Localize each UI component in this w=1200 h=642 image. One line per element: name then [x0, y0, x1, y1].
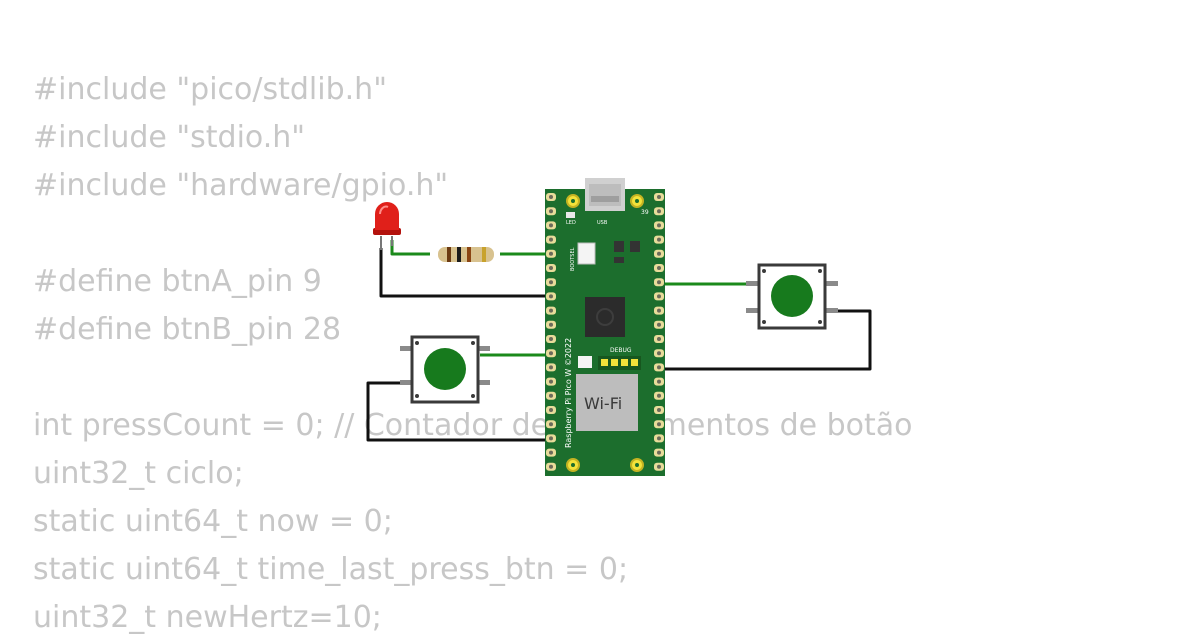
button-a-cap[interactable] [424, 348, 466, 390]
small-smd-component [578, 356, 592, 368]
header-pin-hole [657, 280, 661, 285]
led-anode-wire[interactable] [390, 240, 430, 256]
resistor[interactable] [438, 247, 494, 262]
code-line: static uint64_t time_last_press_btn = 0; [33, 552, 629, 587]
header-pin-hole [549, 266, 553, 270]
header-pin-hole [549, 337, 553, 341]
header-pin-hole [657, 266, 661, 270]
button-b-cap[interactable] [771, 275, 813, 317]
red-led[interactable] [373, 202, 401, 250]
board-silkscreen: Raspberry Pi Pico W ©2022 [564, 338, 573, 448]
debug-header: DEBUG [598, 347, 641, 370]
header-pin-hole [549, 408, 553, 412]
pushbutton-a[interactable] [400, 335, 490, 404]
bootsel-label: BOOTSEL [570, 247, 576, 271]
header-pin-hole [657, 223, 661, 228]
code-line: #define btnB_pin 28 [33, 312, 342, 347]
code-line: #include "stdio.h" [33, 120, 306, 155]
code-line: #include "pico/stdlib.h" [33, 72, 387, 107]
header-pin-hole [549, 294, 553, 299]
pushbutton-b[interactable] [746, 263, 838, 330]
code-line: #define btnA_pin 9 [33, 264, 322, 299]
header-pin-hole [549, 365, 553, 370]
header-pin-hole [657, 337, 661, 341]
header-pin-hole [549, 280, 553, 285]
header-pin-hole [549, 251, 553, 256]
header-pin-hole [657, 294, 661, 299]
header-pin-hole [657, 251, 661, 256]
header-pin-hole [549, 436, 553, 441]
header-pin-hole [657, 379, 661, 384]
header-pin-hole [549, 422, 553, 427]
led-ground-wire[interactable] [379, 248, 553, 298]
header-pin-hole [657, 351, 661, 356]
bootsel-button[interactable] [577, 242, 596, 265]
onboard-led [566, 212, 575, 218]
header-pin-hole [549, 209, 553, 214]
usb-label: USB [597, 220, 608, 226]
header-pin-hole [549, 450, 553, 455]
header-pin-hole [549, 237, 553, 242]
header-pin-hole [657, 436, 661, 441]
header-pin-hole [657, 308, 661, 313]
right-header-pins [654, 193, 664, 471]
header-pin-hole [549, 223, 553, 228]
code-line: uint32_t ciclo; [33, 456, 244, 491]
header-pin-hole [657, 322, 661, 327]
header-pin-hole [657, 408, 661, 412]
usb-connector [585, 178, 625, 211]
header-pin-hole [657, 422, 661, 427]
header-pin-hole [549, 308, 553, 313]
debug-label: DEBUG [610, 347, 632, 354]
header-pin-hole [657, 209, 661, 214]
header-pin-hole [657, 450, 661, 455]
code-line: static uint64_t now = 0; [33, 504, 393, 539]
header-pin-hole [549, 379, 553, 384]
code-line: #include "hardware/gpio.h" [33, 168, 449, 203]
header-pin-hole [657, 464, 661, 469]
header-pin-hole [549, 195, 553, 199]
button-b-ground-wire[interactable] [657, 309, 872, 371]
wifi-label: Wi-Fi [584, 394, 622, 413]
wires [366, 240, 872, 442]
code-line: uint32_t newHertz=10; [33, 600, 382, 635]
header-pin-hole [549, 464, 553, 469]
header-pin-hole [549, 393, 553, 398]
pin-number-label: 39 [641, 209, 649, 216]
chip-small [614, 257, 624, 263]
header-pin-hole [657, 393, 661, 398]
header-pin-hole [657, 365, 661, 370]
wifi-module [576, 374, 638, 431]
header-pin-hole [657, 237, 661, 242]
header-pin-hole [549, 351, 553, 356]
header-pin-hole [657, 195, 661, 199]
code-editor-background: #include "pico/stdlib.h" #include "stdio… [33, 66, 913, 642]
rp2040-chip [585, 297, 625, 337]
chip-small [614, 241, 624, 252]
left-header-pins [546, 193, 556, 471]
header-pin-hole [549, 322, 553, 327]
led-label: LED [566, 220, 576, 226]
chip-small [630, 241, 640, 252]
raspberry-pi-pico-w-board[interactable]: LED USB 39 BOOTSEL DEBUG Wi-Fi Raspberry… [545, 178, 665, 476]
button-a-ground-wire[interactable] [366, 381, 553, 442]
